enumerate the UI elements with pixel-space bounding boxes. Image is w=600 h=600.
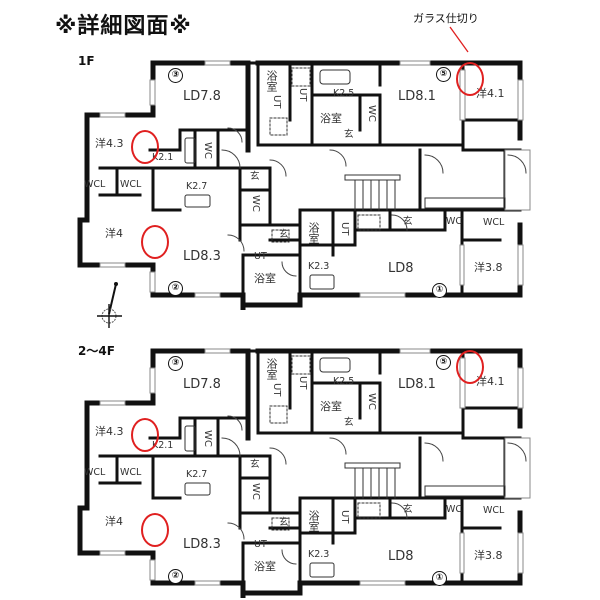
room-ut-unit3: UT — [271, 95, 282, 109]
room-entrance-unit1: 玄 — [403, 504, 413, 515]
unit-number-3: ③ — [168, 68, 183, 83]
room-western-unit2: 洋4 — [105, 515, 123, 528]
glass-partition-marker-unit3 — [131, 418, 159, 452]
room-kitchen-unit1: K2.3 — [308, 549, 330, 560]
room-ld-unit2: LD8.3 — [183, 537, 221, 552]
unit-number-5: ⑤ — [436, 355, 451, 370]
unit-number-2: ② — [168, 569, 183, 584]
glass-partition-marker-unit2 — [141, 513, 169, 547]
unit-number-1: ① — [432, 283, 447, 298]
room-western-unit3: 洋4.3 — [95, 425, 124, 438]
floor-2-4f: 2〜4F — [0, 338, 600, 598]
compass-north-icon — [97, 282, 122, 328]
glass-partition-marker-unit2 — [141, 225, 169, 259]
room-entrance-unit1: 玄 — [403, 216, 413, 227]
room-wcl-unit2a: WCL — [84, 179, 106, 190]
room-western-unit1: 洋3.8 — [474, 549, 503, 562]
room-wcl-unit2b: WCL — [120, 179, 142, 190]
room-kitchen-unit1: K2.3 — [308, 261, 330, 272]
room-ld-unit3: LD7.8 — [183, 377, 221, 392]
room-entrance-unit3: 玄 — [250, 459, 260, 470]
room-ut-unit2: UT — [254, 251, 267, 262]
room-bath-unit3: 浴室 — [265, 70, 278, 92]
unit-number-3: ③ — [168, 356, 183, 371]
glass-partition-annotation: ガラス仕切り — [413, 12, 479, 25]
room-bath-unit2: 浴室 — [254, 272, 276, 285]
room-bath-unit1: 浴室 — [307, 510, 320, 532]
room-ld-unit1: LD8 — [388, 549, 414, 564]
room-ld-unit3: LD7.8 — [183, 89, 221, 104]
room-kitchen-unit2: K2.7 — [186, 181, 208, 192]
room-western-unit5: 洋4.1 — [476, 375, 505, 388]
floor-label: 2〜4F — [78, 344, 115, 358]
room-kitchen-unit2: K2.7 — [186, 469, 208, 480]
room-ut-unit3: UT — [271, 383, 282, 397]
floor-walls — [77, 348, 531, 598]
room-wc-unit1: WC — [446, 504, 463, 515]
room-ld-unit2: LD8.3 — [183, 249, 221, 264]
room-wcl-unit2b: WCL — [120, 467, 142, 478]
room-wcl-unit2a: WCL — [84, 467, 106, 478]
page-title: ※詳細図面※ — [55, 14, 192, 39]
room-wc-unit2: WC — [250, 195, 261, 212]
glass-partition-marker-unit5 — [456, 62, 484, 96]
room-entrance-unit5: 玄 — [344, 129, 354, 140]
room-ld-unit1: LD8 — [388, 261, 414, 276]
room-kitchen-unit5: K2.5 — [333, 376, 355, 387]
room-ld-unit5: LD8.1 — [398, 89, 436, 104]
floor-label: 1F — [78, 54, 95, 68]
room-ld-unit5: LD8.1 — [398, 377, 436, 392]
room-ut-unit1: UT — [339, 510, 350, 524]
room-kitchen-unit3: K2.1 — [152, 440, 174, 451]
room-wc-unit2: WC — [250, 483, 261, 500]
room-western-unit5: 洋4.1 — [476, 87, 505, 100]
room-wc-unit3: WC — [202, 142, 213, 159]
room-wcl-unit1: WCL — [483, 505, 505, 516]
room-entrance-unit5: 玄 — [344, 417, 354, 428]
room-wc-unit5: WC — [366, 393, 377, 410]
room-entrance-unit2: 玄 — [279, 229, 289, 240]
annotation-leader-line — [449, 26, 469, 53]
glass-partition-marker-unit5 — [456, 350, 484, 384]
unit-number-2: ② — [168, 281, 183, 296]
room-western-unit2: 洋4 — [105, 227, 123, 240]
room-kitchen-unit3: K2.1 — [152, 152, 174, 163]
room-kitchen-unit5: K2.5 — [333, 88, 355, 99]
room-entrance-unit2: 玄 — [279, 517, 289, 528]
room-bath-unit3: 浴室 — [265, 358, 278, 380]
room-ut-unit2: UT — [254, 539, 267, 550]
floor-1f: 1F — [0, 50, 600, 310]
room-western-unit3: 洋4.3 — [95, 137, 124, 150]
room-ut-unit5: UT — [297, 376, 308, 390]
room-bath-unit5: 浴室 — [320, 400, 342, 413]
room-bath-unit1: 浴室 — [307, 222, 320, 244]
room-ut-unit5: UT — [297, 88, 308, 102]
room-wcl-unit1: WCL — [483, 217, 505, 228]
room-wc-unit1: WC — [446, 216, 463, 227]
room-entrance-unit3: 玄 — [250, 171, 260, 182]
glass-partition-marker-unit3 — [131, 130, 159, 164]
unit-number-1: ① — [432, 571, 447, 586]
room-wc-unit5: WC — [366, 105, 377, 122]
room-western-unit1: 洋3.8 — [474, 261, 503, 274]
room-bath-unit5: 浴室 — [320, 112, 342, 125]
room-ut-unit1: UT — [339, 222, 350, 236]
room-bath-unit2: 浴室 — [254, 560, 276, 573]
unit-number-5: ⑤ — [436, 67, 451, 82]
room-wc-unit3: WC — [202, 430, 213, 447]
